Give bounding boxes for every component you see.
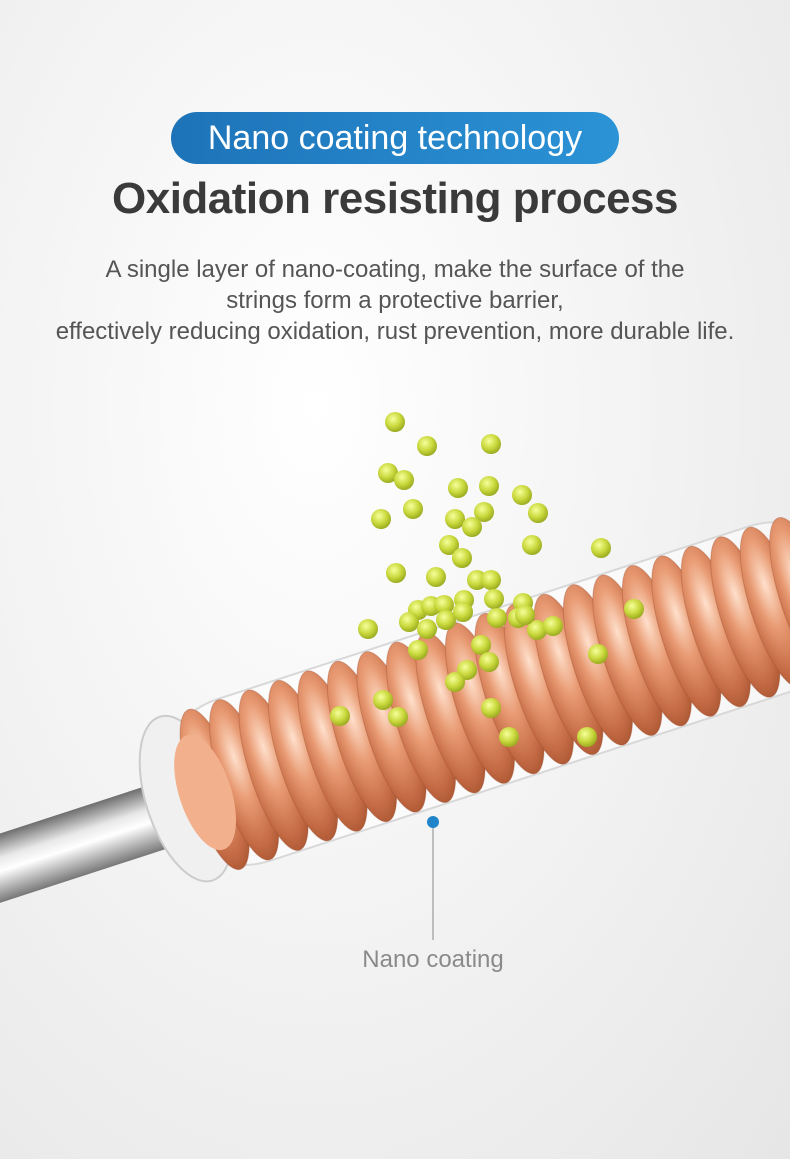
nano-particle xyxy=(434,595,454,615)
nano-particle xyxy=(624,599,644,619)
nano-particle xyxy=(512,485,532,505)
nano-particle xyxy=(371,509,391,529)
nano-particle xyxy=(394,470,414,490)
nano-particle xyxy=(467,570,487,590)
nano-particle xyxy=(330,706,350,726)
nano-particle xyxy=(388,707,408,727)
nano-particle xyxy=(445,509,465,529)
nano-particle xyxy=(417,436,437,456)
nano-particle xyxy=(528,503,548,523)
coil-turn xyxy=(769,517,790,679)
description-line-1: A single layer of nano-coating, make the… xyxy=(105,256,685,283)
nano-particle xyxy=(527,620,547,640)
nano-particle xyxy=(408,640,428,660)
nano-particle xyxy=(479,476,499,496)
coated-string-illustration xyxy=(0,412,790,940)
page-title: Oxidation resisting process xyxy=(112,174,679,223)
nano-particle xyxy=(481,570,501,590)
copper-winding xyxy=(174,517,790,871)
nano-particle xyxy=(515,605,535,625)
nano-particle xyxy=(417,619,437,639)
description-line-3: effectively reducing oxidation, rust pre… xyxy=(55,318,735,345)
nano-particle xyxy=(358,619,378,639)
nano-particle xyxy=(522,535,542,555)
coil-turn xyxy=(739,526,790,689)
nano-particle xyxy=(385,412,405,432)
nano-particle xyxy=(445,672,465,692)
nano-particle xyxy=(403,499,423,519)
nano-particle xyxy=(378,463,398,483)
callout-pointer xyxy=(427,816,439,940)
nano-particle xyxy=(373,690,393,710)
coil-end xyxy=(174,734,237,851)
nano-particle xyxy=(453,602,473,622)
nano-particle xyxy=(577,727,597,747)
nano-particle xyxy=(439,535,459,555)
nano-particle xyxy=(487,608,507,628)
nano-particle xyxy=(481,434,501,454)
nano-particle xyxy=(474,502,494,522)
nano-particle xyxy=(386,563,406,583)
feature-badge: Nano coating technology xyxy=(171,112,619,164)
nano-particle xyxy=(452,548,472,568)
nano-particles xyxy=(330,412,644,747)
nano-particle xyxy=(399,612,419,632)
nano-particle xyxy=(484,589,504,609)
nano-particle xyxy=(436,610,456,630)
nano-particle xyxy=(471,635,491,655)
nano-particle xyxy=(481,698,501,718)
nano-particle xyxy=(426,567,446,587)
nano-particle xyxy=(588,644,608,664)
nano-particle xyxy=(479,652,499,672)
nano-particle xyxy=(448,478,468,498)
description: A single layer of nano-coating, make the… xyxy=(20,254,770,347)
nano-particle xyxy=(543,616,563,636)
nano-particle xyxy=(499,727,519,747)
nano-particle xyxy=(462,517,482,537)
nano-particle xyxy=(591,538,611,558)
description-line-2: strings form a protective barrier, xyxy=(226,287,564,314)
callout-label: Nano coating xyxy=(362,946,504,973)
